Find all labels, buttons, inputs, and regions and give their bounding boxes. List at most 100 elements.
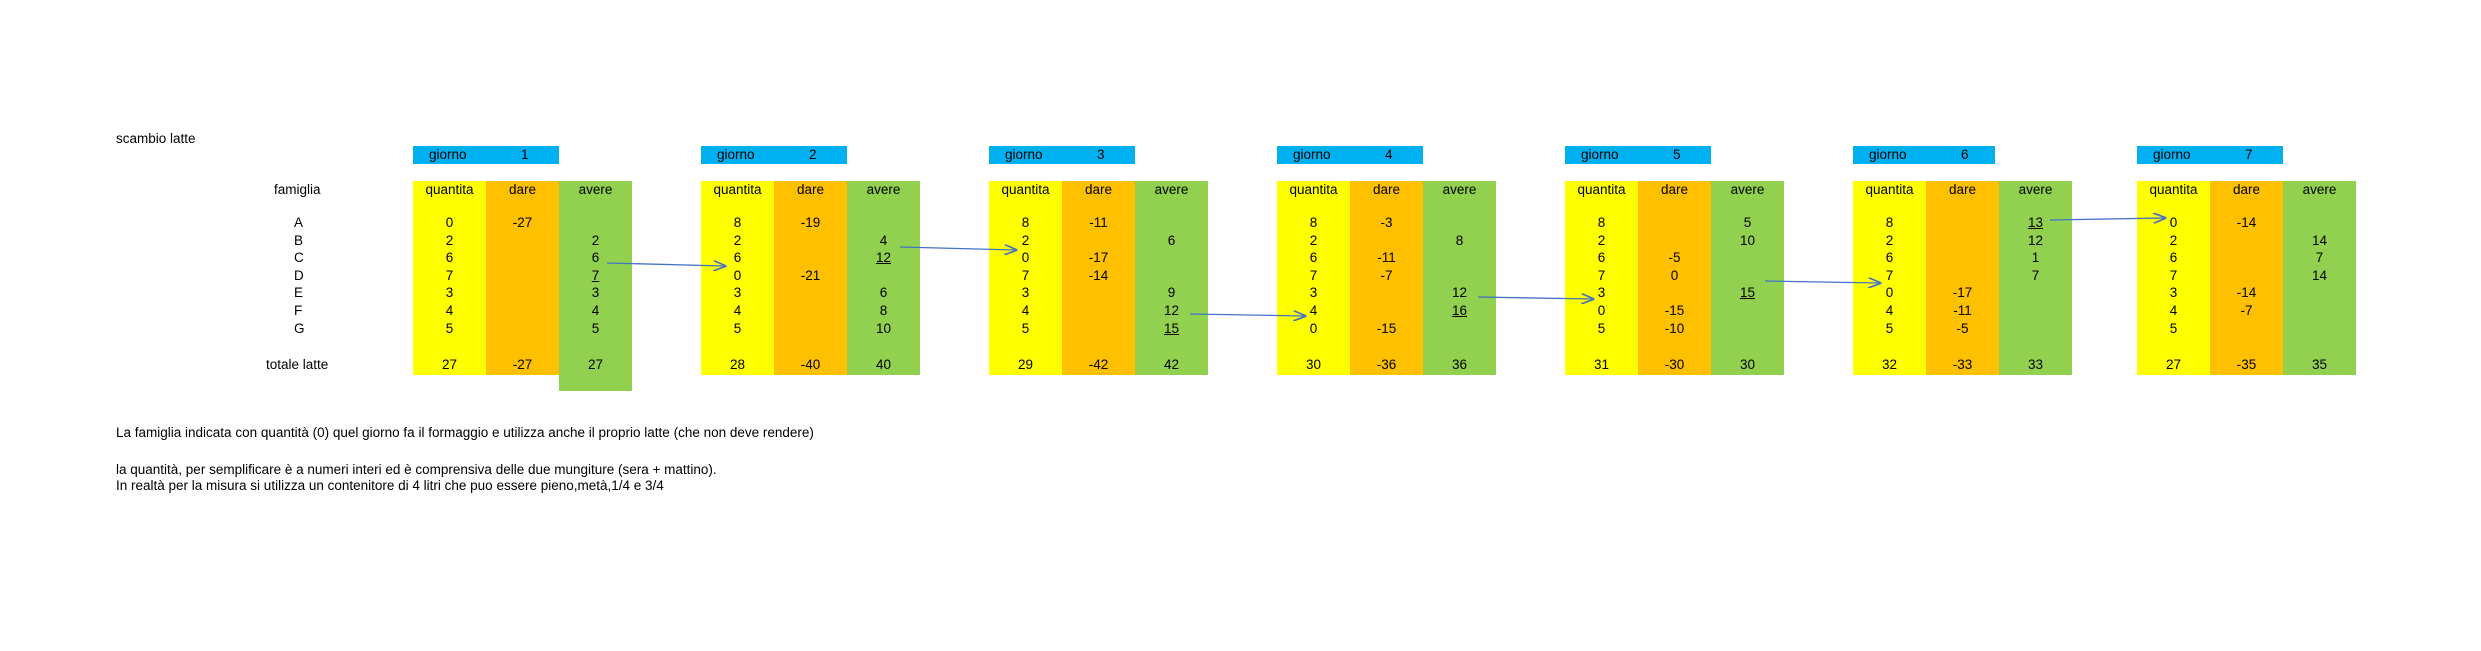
cell-quantita: 3 (1597, 285, 1606, 301)
cell-quantita: 6 (1309, 250, 1318, 266)
cell-total-quantita: 32 (1881, 357, 1898, 372)
cell-avere: 8 (879, 303, 888, 318)
arrow-day1-to-day2 (606, 263, 725, 266)
cell-dare: -19 (800, 215, 821, 230)
cell-dare: -10 (1664, 320, 1685, 336)
cell-quantita: 7 (1021, 267, 1030, 283)
column-dare: dare-14-14-7-35 (2210, 181, 2283, 375)
cell-dare: -5 (1956, 320, 1969, 336)
column-header: quantita (2149, 182, 2198, 197)
family-label: D (294, 267, 304, 283)
cell-quantita: 3 (445, 285, 454, 301)
cell-quantita: 8 (733, 215, 742, 230)
cell-avere: 3 (591, 285, 600, 301)
cell-quantita: 3 (1021, 285, 1030, 301)
cell-avere: 4 (591, 303, 600, 318)
column-header: dare (1660, 182, 1689, 197)
day-number: 7 (2245, 147, 2253, 162)
cell-dare: -27 (512, 215, 533, 230)
cell-quantita: 0 (1021, 250, 1030, 266)
family-label: B (294, 232, 304, 248)
cell-total-quantita: 31 (1593, 357, 1610, 372)
column-header: dare (508, 182, 537, 197)
note-3: In realtà per la misura si utilizza un c… (116, 478, 664, 493)
day-header-label: giorno (1581, 147, 1619, 162)
cell-avere: 7 (2031, 267, 2040, 283)
cell-quantita: 2 (733, 232, 742, 248)
cell-dare: -15 (1664, 303, 1685, 318)
column-header: quantita (1865, 182, 1914, 197)
cell-quantita: 5 (2169, 320, 2178, 336)
cell-quantita: 0 (1309, 320, 1318, 336)
cell-avere: 2 (591, 232, 600, 248)
cell-total-dare: -27 (512, 357, 533, 372)
cell-total-dare: -36 (1376, 357, 1397, 372)
day-number: 5 (1673, 147, 1681, 162)
family-label: A (294, 215, 304, 230)
day-number: 2 (809, 147, 817, 162)
column-dare: dare-3-11-7-15-36 (1350, 181, 1423, 375)
cell-quantita: 2 (1309, 232, 1318, 248)
cell-avere: 13 (2027, 215, 2044, 230)
column-header: avere (2018, 182, 2053, 197)
cell-quantita: 8 (1309, 215, 1318, 230)
arrow-day4-to-day5 (1477, 297, 1593, 299)
cell-quantita: 4 (2169, 303, 2178, 318)
family-label: F (294, 303, 303, 318)
column-header: avere (2302, 182, 2337, 197)
family-label: C (294, 250, 304, 266)
cell-dare: -21 (800, 267, 821, 283)
day-header: giorno 5 (1565, 146, 1711, 164)
cell-total-avere: 30 (1739, 357, 1756, 372)
cell-total-dare: -33 (1952, 357, 1973, 372)
column-dare: dare-11-17-14-42 (1062, 181, 1135, 375)
cell-dare: -5 (1668, 250, 1681, 266)
cell-quantita: 7 (1597, 267, 1606, 283)
cell-dare: -7 (2240, 303, 2253, 318)
cell-quantita: 6 (733, 250, 742, 266)
cell-quantita: 6 (1885, 250, 1894, 266)
column-header: dare (2232, 182, 2261, 197)
cell-quantita: 6 (445, 250, 454, 266)
cell-quantita: 8 (1021, 215, 1030, 230)
cell-avere: 4 (879, 232, 888, 248)
cell-quantita: 2 (1597, 232, 1606, 248)
cell-quantita: 5 (1597, 320, 1606, 336)
note-1: La famiglia indicata con quantità (0) qu… (116, 425, 814, 440)
cell-total-quantita: 29 (1017, 357, 1034, 372)
cell-quantita: 4 (1885, 303, 1894, 318)
arrow-day6-to-day7 (2049, 218, 2165, 220)
cell-quantita: 0 (1885, 285, 1894, 301)
cell-quantita: 5 (733, 320, 742, 336)
day-number: 4 (1385, 147, 1393, 162)
cell-avere: 6 (591, 250, 600, 266)
cell-avere: 12 (875, 250, 892, 266)
cell-dare: -11 (1953, 303, 1972, 318)
cell-quantita: 6 (1597, 250, 1606, 266)
cell-avere: 12 (2027, 232, 2044, 248)
cell-quantita: 8 (1885, 215, 1894, 230)
column-header: quantita (1001, 182, 1050, 197)
cell-total-avere: 27 (587, 357, 604, 372)
cell-dare: -7 (1380, 267, 1393, 283)
cell-avere: 7 (591, 267, 600, 283)
arrow-day2-to-day3 (899, 247, 1016, 250)
day-header-label: giorno (429, 147, 467, 162)
cell-quantita: 7 (2169, 267, 2178, 283)
day-header-label: giorno (1005, 147, 1043, 162)
cell-dare: -14 (1088, 267, 1109, 283)
